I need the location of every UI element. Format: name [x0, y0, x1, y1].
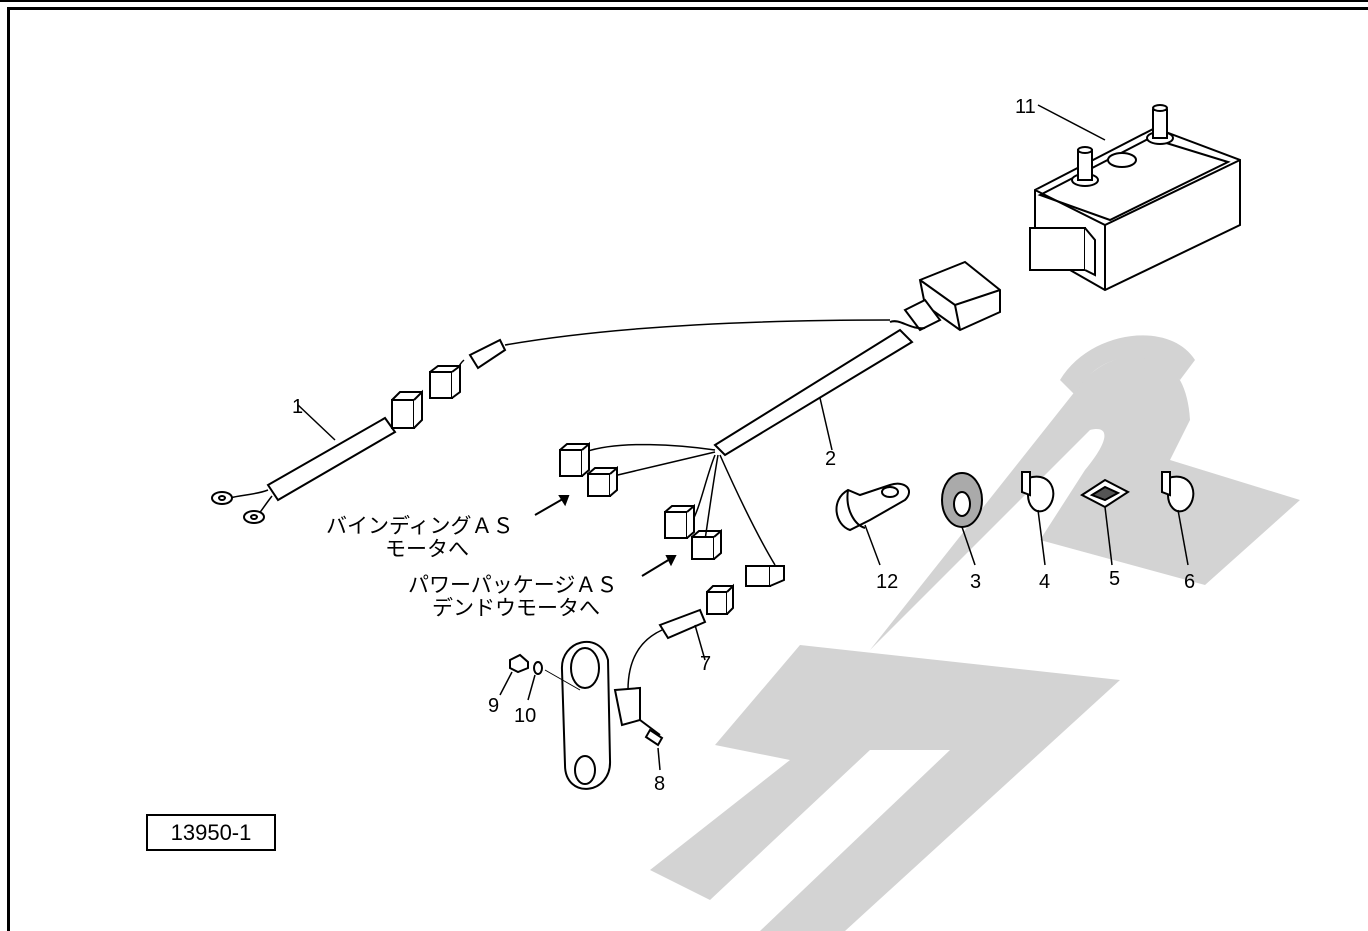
part-label-9: 9	[488, 695, 499, 717]
part-label-1: 1	[292, 396, 303, 418]
part-label-11: 11	[1015, 96, 1036, 118]
page-frame	[7, 7, 1368, 931]
part-label-5: 5	[1109, 568, 1120, 590]
part-label-7: 7	[700, 653, 711, 675]
cable-part-1	[211, 389, 423, 524]
grommet-part-3	[941, 472, 983, 566]
part-label-12: 12	[876, 571, 898, 593]
clip-part-6	[1161, 471, 1195, 566]
destination-labels: バインディングＡＳ モータへ パワーパッケージＡＳ デンドウモータへ	[326, 514, 617, 620]
part-number-labels: 1 2 3 4 5 6 7 8 9 10 11 12	[292, 96, 1195, 795]
bracket-assembly-parts-7-10	[499, 583, 734, 790]
label-arrows	[534, 495, 677, 577]
clip-part-4	[1021, 471, 1055, 566]
part-label-2: 2	[825, 448, 836, 470]
clamp-part-12	[835, 482, 910, 566]
harness-part-2	[429, 260, 1001, 587]
figure-number-box: 13950-1	[146, 814, 276, 851]
binding-label-line-2: モータへ	[385, 537, 469, 561]
part-label-3: 3	[970, 571, 981, 593]
control-box-part-11	[1029, 104, 1241, 292]
top-border	[0, 0, 1368, 2]
part-label-10: 10	[514, 705, 536, 727]
binding-label-line-1: バインディングＡＳ	[326, 514, 514, 538]
power-package-label-line-2: デンドウモータへ	[432, 596, 600, 620]
part-label-6: 6	[1184, 571, 1195, 593]
part-label-8: 8	[654, 773, 665, 795]
part-label-4: 4	[1039, 571, 1050, 593]
power-package-label-line-1: パワーパッケージＡＳ	[408, 573, 617, 597]
tie-mount-part-5	[1080, 478, 1130, 566]
watermark-logo	[650, 335, 1300, 931]
